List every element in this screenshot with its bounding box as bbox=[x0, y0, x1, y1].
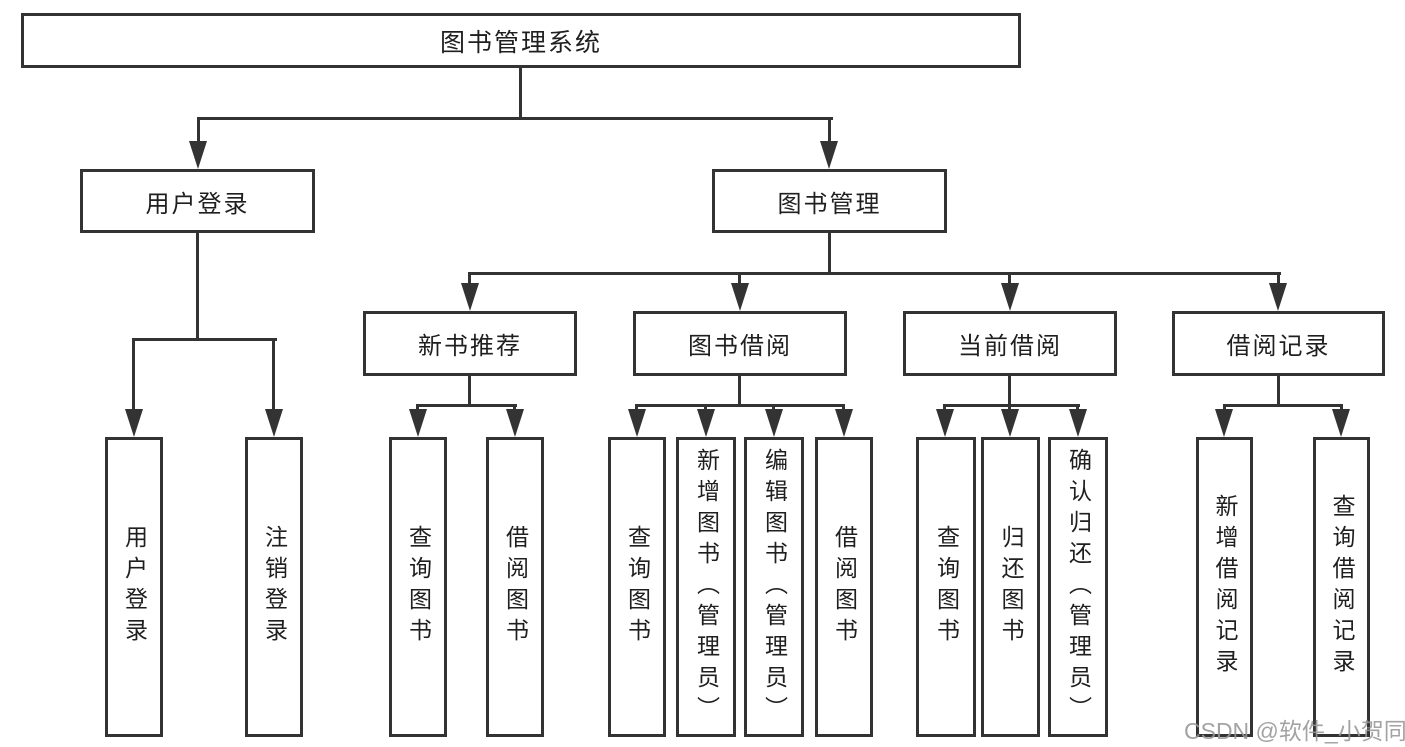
node-current-borrowing: 当前借阅 bbox=[903, 311, 1117, 376]
leaf-user-login: 用户登录 bbox=[105, 437, 163, 737]
node-label: 图书管理系统 bbox=[439, 28, 602, 57]
node-label: 新书推荐 bbox=[418, 333, 522, 360]
connector-line bbox=[132, 338, 135, 416]
node-label: 注销登录 bbox=[261, 525, 288, 649]
node-label: 当前借阅 bbox=[958, 333, 1062, 360]
connector-line bbox=[828, 117, 831, 145]
node-label: 编辑图书（管理员） bbox=[761, 447, 788, 727]
connector-line bbox=[468, 376, 471, 407]
connector-line bbox=[943, 404, 1080, 407]
leaf-confirm-return-admin: 确认归还（管理员） bbox=[1048, 437, 1108, 737]
arrow-down-icon bbox=[1332, 409, 1350, 437]
connector-line bbox=[468, 272, 471, 287]
node-book-management: 图书管理 bbox=[712, 169, 947, 233]
node-label: 用户登录 bbox=[145, 190, 250, 218]
node-label: 用户登录 bbox=[121, 525, 148, 649]
arrow-down-icon bbox=[506, 409, 524, 437]
connector-line bbox=[196, 233, 199, 341]
node-label: 借阅记录 bbox=[1226, 333, 1331, 360]
node-label: 借阅图书 bbox=[831, 525, 858, 649]
arrow-down-icon bbox=[835, 409, 853, 437]
arrow-down-icon bbox=[628, 409, 646, 437]
connector-line bbox=[416, 404, 517, 407]
connector-line bbox=[1008, 272, 1011, 287]
connector-line bbox=[828, 233, 831, 275]
leaf-add-book-admin: 新增图书（管理员） bbox=[676, 437, 736, 737]
arrow-down-icon bbox=[1069, 409, 1087, 437]
arrow-down-icon bbox=[936, 409, 954, 437]
arrow-down-icon bbox=[1215, 409, 1233, 437]
leaf-return-books: 归还图书 bbox=[981, 437, 1040, 737]
node-label: 查询图书 bbox=[405, 525, 432, 649]
leaf-query-books-current: 查询图书 bbox=[916, 437, 976, 737]
connector-line bbox=[738, 272, 741, 287]
node-label: 新增图书（管理员） bbox=[693, 447, 720, 727]
node-label: 新增借阅记录 bbox=[1212, 494, 1238, 680]
node-label: 查询图书 bbox=[624, 525, 651, 649]
node-label: 借阅图书 bbox=[502, 525, 529, 649]
leaf-query-books-borrowing: 查询图书 bbox=[608, 437, 666, 737]
arrow-down-icon bbox=[1269, 283, 1287, 311]
arrow-down-icon bbox=[731, 283, 749, 311]
connector-line bbox=[1008, 376, 1011, 407]
node-book-borrowing: 图书借阅 bbox=[633, 311, 847, 376]
node-label: 查询图书 bbox=[933, 525, 960, 649]
node-label: 确认归还（管理员） bbox=[1065, 447, 1092, 727]
connector-line bbox=[132, 338, 277, 341]
connector-line bbox=[197, 117, 833, 120]
arrow-down-icon bbox=[409, 409, 427, 437]
arrow-down-icon bbox=[189, 141, 207, 169]
arrow-down-icon bbox=[765, 409, 783, 437]
node-label: 归还图书 bbox=[998, 525, 1024, 649]
node-library-system: 图书管理系统 bbox=[21, 13, 1021, 68]
leaf-query-borrow-record: 查询借阅记录 bbox=[1313, 437, 1370, 737]
leaf-borrow-books-borrowing: 借阅图书 bbox=[815, 437, 873, 737]
connector-line bbox=[1277, 272, 1280, 287]
arrow-down-icon bbox=[820, 141, 838, 169]
leaf-logout: 注销登录 bbox=[245, 437, 303, 737]
arrow-down-icon bbox=[1001, 409, 1019, 437]
connector-line bbox=[272, 338, 275, 416]
leaf-add-borrow-record: 新增借阅记录 bbox=[1196, 437, 1253, 737]
arrow-down-icon bbox=[697, 409, 715, 437]
node-borrowing-records: 借阅记录 bbox=[1172, 311, 1385, 376]
connector-line bbox=[1277, 376, 1280, 407]
connector-line bbox=[468, 272, 1281, 275]
leaf-borrow-books-recommend: 借阅图书 bbox=[486, 437, 544, 737]
arrow-down-icon bbox=[125, 409, 143, 437]
arrow-down-icon bbox=[1001, 283, 1019, 311]
connector-line bbox=[635, 404, 845, 407]
node-label: 查询借阅记录 bbox=[1329, 494, 1355, 680]
arrow-down-icon bbox=[461, 283, 479, 311]
connector-line bbox=[519, 68, 522, 120]
arrow-down-icon bbox=[265, 409, 283, 437]
node-label: 图书借阅 bbox=[688, 333, 792, 360]
connector-line bbox=[1223, 404, 1343, 407]
node-new-book-recommendation: 新书推荐 bbox=[363, 311, 577, 376]
leaf-query-books-recommend: 查询图书 bbox=[389, 437, 447, 737]
connector-line bbox=[197, 117, 200, 145]
node-user-login: 用户登录 bbox=[80, 169, 315, 233]
node-label: 图书管理 bbox=[777, 190, 882, 218]
leaf-edit-book-admin: 编辑图书（管理员） bbox=[744, 437, 804, 737]
connector-line bbox=[738, 376, 741, 407]
watermark: CSDN @软件_小贺同学 bbox=[1184, 718, 1405, 744]
